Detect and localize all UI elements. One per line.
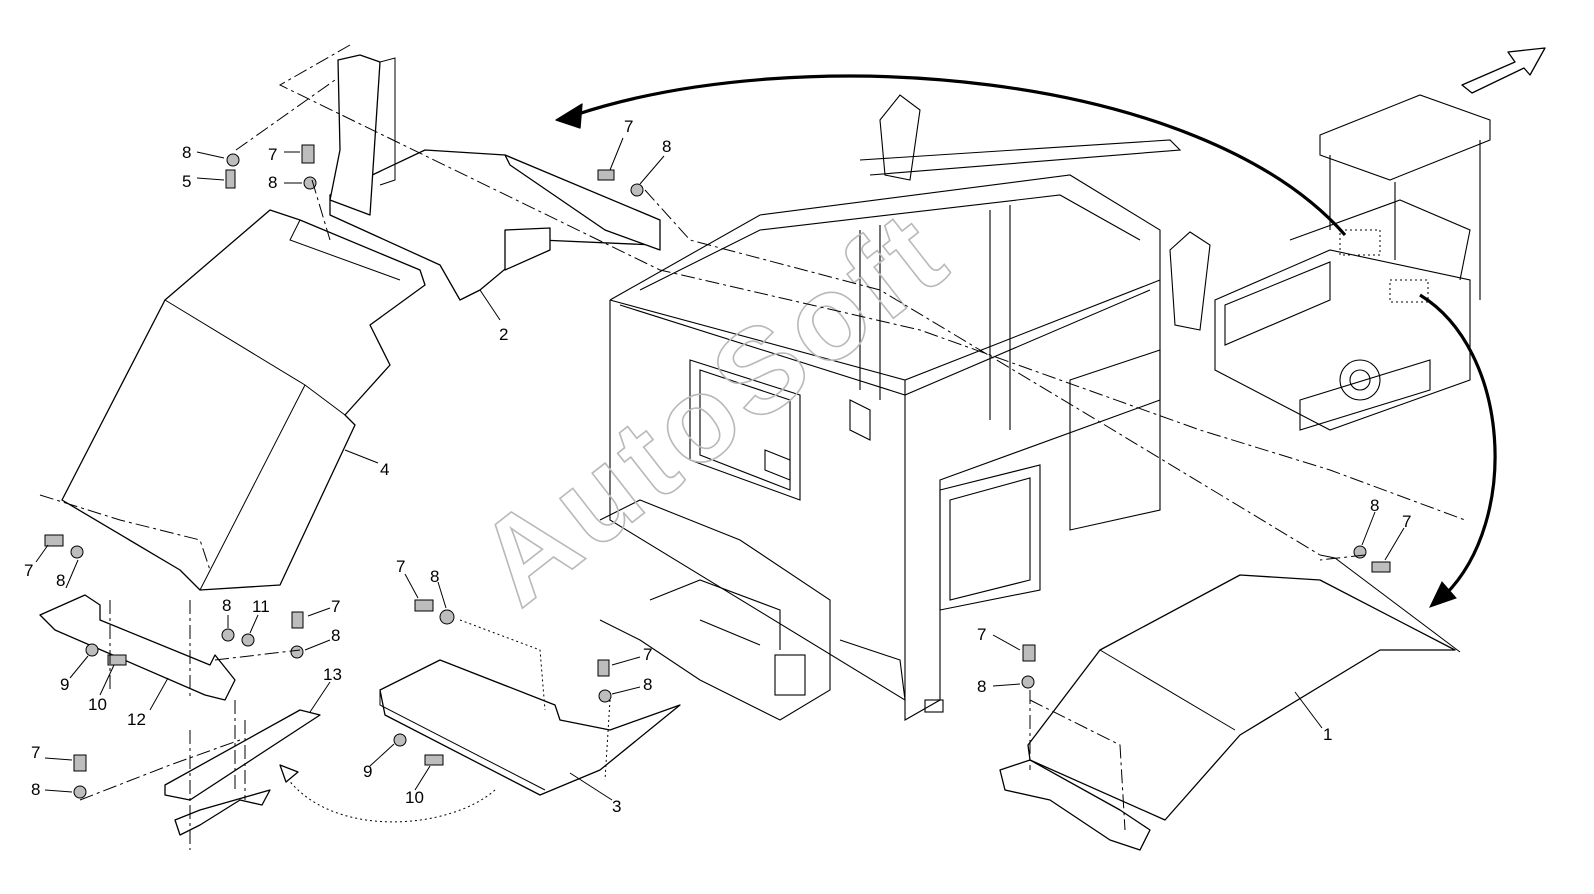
callout-7: 7: [31, 743, 40, 762]
callout-7: 7: [977, 625, 986, 644]
callout-8: 8: [31, 780, 40, 799]
callout-8: 8: [56, 571, 65, 590]
paver-thumbnail: [1214, 94, 1491, 431]
callout-1: 1: [1323, 725, 1332, 744]
callout-8: 8: [430, 567, 439, 586]
callout-7: 7: [1402, 512, 1411, 531]
part-13-strip: [164, 709, 321, 801]
fasteners: [44, 144, 1391, 799]
callout-8: 8: [182, 143, 191, 162]
callout-3: 3: [612, 797, 621, 816]
curved-arrow-bottom: [284, 774, 496, 823]
view-direction-arrow: [1461, 47, 1546, 94]
callout-7: 7: [396, 557, 405, 576]
callout-5: 5: [182, 172, 191, 191]
callout-7: 7: [643, 645, 652, 664]
callout-8: 8: [268, 173, 277, 192]
callout-8: 8: [643, 675, 652, 694]
callout-8: 8: [222, 596, 231, 615]
callout-labels: 1 2 3 4 5 7 7 7 7 7 7 7 7 7 8 8 8 8 8 8 …: [24, 117, 1411, 816]
callout-10: 10: [405, 788, 424, 807]
machine-frame: [599, 94, 1211, 721]
curved-arrow-top: [574, 74, 1347, 237]
curved-arrow-top-head: [555, 103, 583, 129]
callout-7: 7: [268, 145, 277, 164]
callout-4: 4: [380, 460, 389, 479]
callout-2: 2: [499, 325, 508, 344]
callout-7: 7: [624, 117, 633, 136]
part-3-plate: [379, 659, 681, 796]
callout-8: 8: [662, 137, 671, 156]
curved-arrow-right-head: [1429, 581, 1457, 608]
callout-8: 8: [1370, 496, 1379, 515]
callout-11: 11: [252, 597, 270, 616]
callout-9: 9: [60, 675, 69, 694]
part-1-cover: [1027, 574, 1456, 821]
part-12-bracket: [39, 594, 236, 701]
callout-8: 8: [977, 677, 986, 696]
callout-7: 7: [331, 597, 340, 616]
callout-9: 9: [363, 762, 372, 781]
mount-pad-left: [174, 789, 271, 836]
part-2-bracket: [329, 54, 661, 301]
curved-arrow-bottom-head: [279, 764, 299, 783]
callout-10: 10: [88, 695, 107, 714]
curved-arrow-right: [1419, 293, 1497, 597]
leader-lines: [35, 137, 1405, 801]
callout-8: 8: [331, 626, 340, 645]
mount-pad-right: [999, 759, 1151, 851]
center-lines: [39, 44, 1466, 850]
part-4-cover: [61, 209, 426, 591]
callout-12: 12: [127, 710, 146, 729]
callout-13: 13: [323, 665, 342, 684]
callout-7: 7: [24, 561, 33, 580]
